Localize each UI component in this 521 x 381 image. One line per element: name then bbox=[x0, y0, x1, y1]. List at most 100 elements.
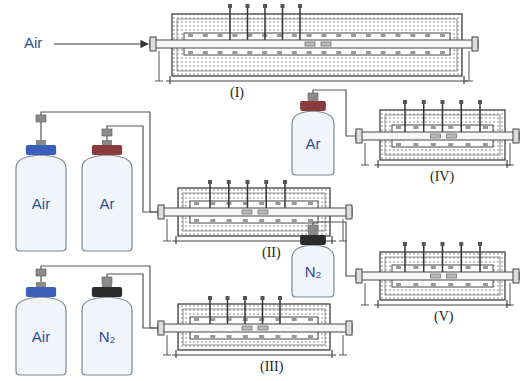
heating-element bbox=[203, 51, 208, 54]
furnace-leg bbox=[175, 236, 176, 244]
heating-element bbox=[243, 219, 248, 222]
thermocouple-head bbox=[441, 242, 445, 246]
furnace-stand bbox=[166, 80, 468, 81]
gas-cylinder: Ar bbox=[80, 140, 134, 252]
heating-element bbox=[292, 34, 297, 37]
tube-support-foot bbox=[361, 305, 369, 306]
sample-boat bbox=[242, 210, 252, 214]
cylinder-cap bbox=[92, 287, 122, 297]
heating-element bbox=[431, 283, 436, 286]
tube-fitting bbox=[472, 37, 478, 51]
tube-furnace bbox=[158, 296, 352, 358]
heating-element bbox=[466, 143, 471, 146]
thermocouple-head bbox=[298, 4, 302, 8]
tube-support-foot bbox=[506, 165, 514, 166]
tube-fitting bbox=[150, 37, 156, 51]
heating-element bbox=[483, 143, 488, 146]
heating-element bbox=[448, 126, 453, 129]
cylinder-regulator bbox=[102, 140, 112, 145]
sample-boat bbox=[305, 42, 315, 46]
heating-element bbox=[321, 51, 326, 54]
heating-element bbox=[483, 266, 488, 269]
cylinder-body bbox=[16, 297, 66, 375]
heating-element bbox=[194, 318, 199, 321]
tube-fitting bbox=[158, 205, 164, 219]
furnace-leg bbox=[377, 300, 378, 308]
setup-number: (III) bbox=[260, 360, 283, 374]
sample-boat bbox=[321, 42, 331, 46]
tube-support bbox=[159, 51, 160, 81]
thermocouple-rod bbox=[404, 245, 406, 272]
heating-element bbox=[210, 219, 215, 222]
heating-element bbox=[292, 219, 297, 222]
tube-support bbox=[365, 143, 366, 165]
heating-element bbox=[210, 318, 215, 321]
heating-element bbox=[259, 335, 264, 338]
gas-cylinder: Air bbox=[14, 140, 68, 252]
thermocouple-head bbox=[261, 296, 265, 300]
thermocouple-rod bbox=[282, 7, 284, 40]
tube-furnace-box: (III) bbox=[158, 296, 352, 358]
sample-boat bbox=[242, 326, 252, 330]
gas-name: Ar bbox=[100, 196, 115, 213]
thermocouple-head bbox=[227, 180, 231, 184]
tube-fitting bbox=[513, 269, 519, 283]
thermocouple-rod bbox=[442, 103, 444, 132]
thermocouple-head bbox=[246, 4, 250, 8]
thermocouple-head bbox=[264, 180, 268, 184]
thermocouple-head bbox=[422, 100, 426, 104]
tube-fitting bbox=[346, 205, 352, 219]
heating-element bbox=[259, 202, 264, 205]
thermocouple-rod bbox=[423, 245, 425, 272]
heating-element bbox=[381, 34, 386, 37]
heating-element bbox=[275, 219, 280, 222]
heating-element bbox=[396, 283, 401, 286]
gas-cylinder: Air bbox=[14, 282, 68, 376]
tube-furnace bbox=[356, 100, 519, 168]
heating-element bbox=[431, 143, 436, 146]
furnace-leg bbox=[506, 300, 507, 308]
thermocouple-rod bbox=[279, 299, 281, 324]
furnace-stand bbox=[374, 304, 511, 305]
tube-furnace bbox=[150, 4, 478, 84]
furnace-stand bbox=[374, 164, 511, 165]
heating-element bbox=[321, 34, 326, 37]
thermocouple-rod bbox=[247, 183, 249, 208]
cylinder-body bbox=[16, 155, 66, 251]
quartz-tube bbox=[150, 40, 478, 48]
gas-cylinder: N₂ bbox=[290, 230, 336, 298]
heating-element bbox=[351, 51, 356, 54]
heating-element bbox=[308, 219, 313, 222]
thermocouple-head bbox=[281, 4, 285, 8]
heating-element bbox=[410, 34, 415, 37]
tube-furnace-box: (V) bbox=[356, 242, 519, 308]
heating-element bbox=[413, 283, 418, 286]
heating-element bbox=[292, 51, 297, 54]
gas-valve bbox=[36, 269, 46, 276]
thermocouple-rod bbox=[227, 299, 229, 324]
heating-element bbox=[243, 335, 248, 338]
heating-element bbox=[194, 219, 199, 222]
gas-cylinder: Ar bbox=[290, 96, 336, 176]
heating-element bbox=[227, 219, 232, 222]
cylinder-regulator bbox=[36, 282, 46, 287]
tube-support-foot bbox=[163, 355, 171, 356]
heating-element bbox=[381, 51, 386, 54]
tube-furnace-box: (IV) bbox=[356, 100, 519, 168]
furnace-leg bbox=[377, 160, 378, 168]
thermocouple-head bbox=[459, 242, 463, 246]
tube-support bbox=[510, 283, 511, 305]
heating-element bbox=[440, 51, 445, 54]
cylinder-cap bbox=[300, 101, 326, 111]
gas-name: N₂ bbox=[99, 329, 116, 346]
gas-inlet-label: Air bbox=[24, 35, 42, 52]
tube-support bbox=[343, 335, 344, 355]
thermocouple-rod bbox=[442, 245, 444, 272]
quartz-tube bbox=[158, 208, 352, 216]
heating-element bbox=[232, 34, 237, 37]
air-inlet-arrow bbox=[54, 43, 148, 44]
heating-element bbox=[194, 335, 199, 338]
thermocouple-head bbox=[441, 100, 445, 104]
heating-element bbox=[410, 51, 415, 54]
